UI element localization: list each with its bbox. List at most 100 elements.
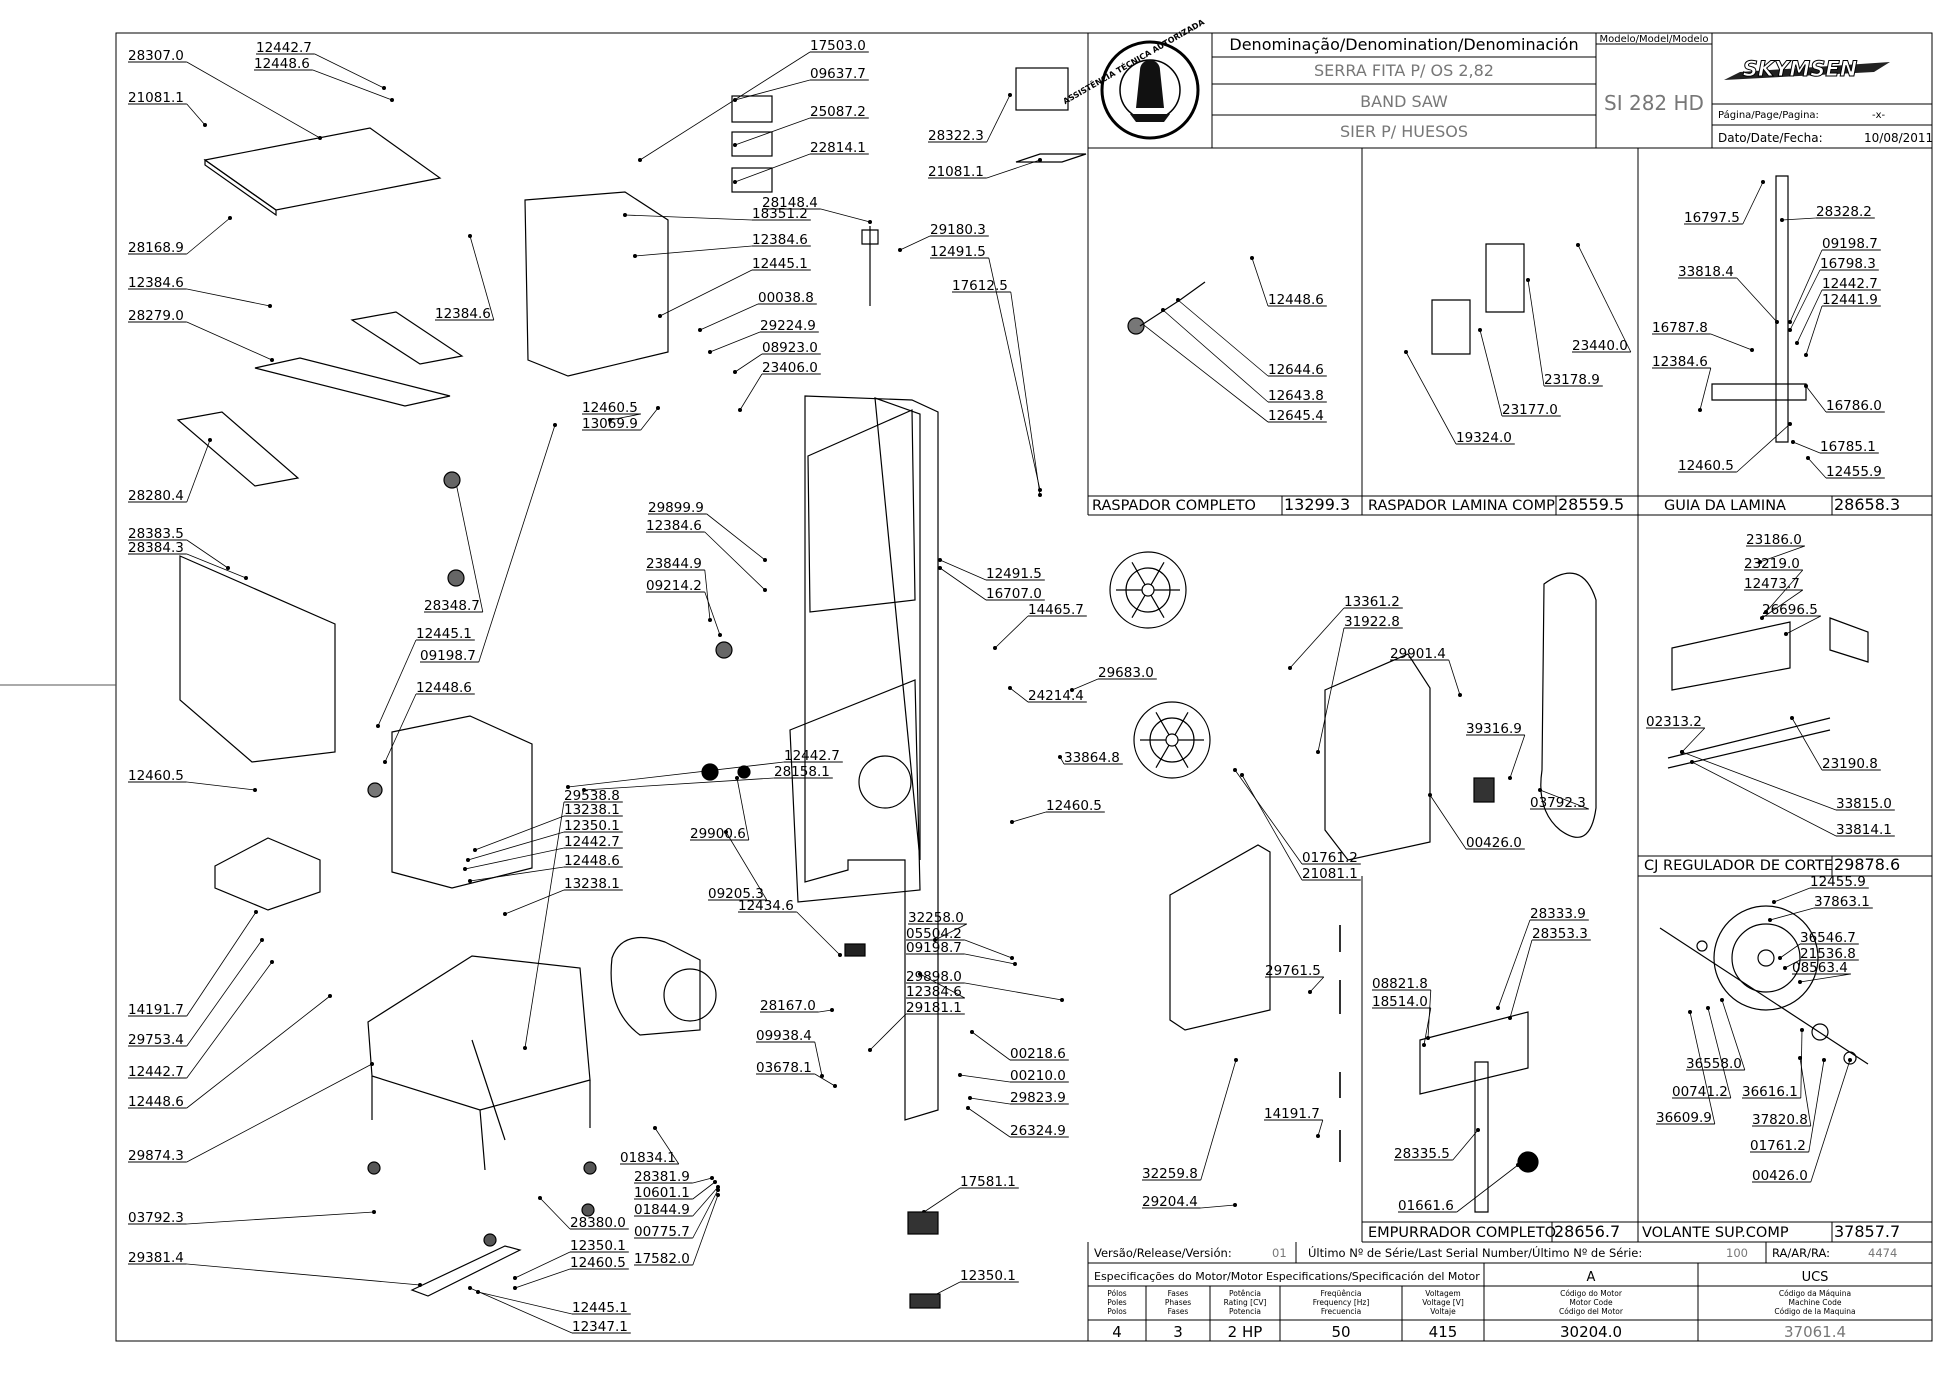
part-label: 12448.6: [254, 56, 310, 72]
motor-column-label: Código de la Maquina: [1774, 1307, 1855, 1316]
detail-part-label: 12473.7: [1744, 576, 1800, 592]
part-label: 32258.0: [908, 910, 964, 926]
detail-part-label: 12644.6: [1268, 362, 1324, 378]
version-label: Versão/Release/Versión:: [1094, 1246, 1232, 1260]
part-label: 01844.9: [634, 1202, 690, 1218]
detail-part-label: 12645.4: [1268, 408, 1324, 424]
part-label: 28280.4: [128, 488, 184, 504]
part-label: 09637.7: [810, 66, 866, 82]
motor-column-label: Frequency [Hz]: [1313, 1298, 1370, 1307]
detail-part-label: 28335.5: [1394, 1146, 1450, 1162]
part-label: 12460.5: [570, 1255, 626, 1271]
detail-part-label: 36616.1: [1742, 1084, 1798, 1100]
part-label: 01834.1: [620, 1150, 676, 1166]
motor-column-label: Potencia: [1229, 1307, 1261, 1316]
motor-column-label: Frecuencia: [1321, 1307, 1361, 1316]
part-label: 28168.9: [128, 240, 184, 256]
part-label: 22814.1: [810, 140, 866, 156]
part-label: 29874.3: [128, 1148, 184, 1164]
motor-column-value: 4: [1112, 1323, 1122, 1341]
part-label: 26324.9: [1010, 1123, 1066, 1139]
motor-column-label: Freqüência: [1321, 1289, 1362, 1298]
model-value: SI 282 HD: [1604, 91, 1704, 115]
motor-column-value: 3: [1173, 1323, 1183, 1341]
detail-part-label: 19324.0: [1456, 430, 1512, 446]
detail-box-name: EMPURRADOR COMPLETO: [1368, 1225, 1556, 1241]
part-label: 13238.1: [564, 802, 620, 818]
detail-part-label: 02313.2: [1646, 714, 1702, 730]
part-label: 12448.6: [128, 1094, 184, 1110]
detail-part-label: 09198.7: [1822, 236, 1878, 252]
part-label: 12460.5: [128, 768, 184, 784]
part-label: 00218.6: [1010, 1046, 1066, 1062]
detail-part-label: 12442.7: [1822, 276, 1878, 292]
part-label: 00210.0: [1010, 1068, 1066, 1084]
detail-part-label: 36609.9: [1656, 1110, 1712, 1126]
detail-part-label: 23178.9: [1544, 372, 1600, 388]
part-label: 28307.0: [128, 48, 184, 64]
footer-lines: [1087, 1242, 1932, 1341]
part-label: 24214.4: [1028, 688, 1084, 704]
motor-column-label: Motor Code: [1569, 1298, 1613, 1307]
motor-column-label: Machine Code: [1789, 1298, 1842, 1307]
detail-part-label: 23190.8: [1822, 756, 1878, 772]
detail-box-code: 13299.3: [1284, 495, 1350, 514]
date-label: Dato/Date/Fecha:: [1718, 131, 1823, 145]
detail-box-code: 29878.6: [1834, 855, 1900, 874]
part-label: 29381.4: [128, 1250, 184, 1266]
detail-part-label: 26696.5: [1762, 602, 1818, 618]
detail-part-label: 37820.8: [1752, 1112, 1808, 1128]
detail-part-label: 12455.9: [1826, 464, 1882, 480]
detail-part-label: 33815.0: [1836, 796, 1892, 812]
part-label: 12347.1: [572, 1319, 628, 1335]
motor-column-label: Código do Motor: [1560, 1289, 1623, 1298]
part-label: 29899.9: [648, 500, 704, 516]
detail-part-label: 28328.2: [1816, 204, 1872, 220]
motor-column-label: Polos: [1107, 1307, 1127, 1316]
motor-column-label: Voltagem: [1425, 1289, 1460, 1298]
detail-box-name: GUIA DA LAMINA: [1664, 498, 1786, 514]
part-label: 32259.8: [1142, 1166, 1198, 1182]
part-label: 14465.7: [1028, 602, 1084, 618]
part-label: 29823.9: [1010, 1090, 1066, 1106]
part-label: 12460.5: [1046, 798, 1102, 814]
part-label: 21081.1: [128, 90, 184, 106]
ra-label: RA/AR/RA:: [1772, 1246, 1830, 1260]
motor-column-value: 37061.4: [1784, 1323, 1846, 1341]
detail-part-label: 23219.0: [1744, 556, 1800, 572]
detail-part-label: 33814.1: [1836, 822, 1892, 838]
part-label: 18351.2: [752, 206, 808, 222]
part-label: 16707.0: [986, 586, 1042, 602]
detail-part-label: 01661.6: [1398, 1198, 1454, 1214]
detail-part-label: 12643.8: [1268, 388, 1324, 404]
page-value: -x-: [1872, 110, 1886, 121]
part-label: 12460.5: [582, 400, 638, 416]
detail-part-label: 16786.0: [1826, 398, 1882, 414]
detail-box-code: 37857.7: [1834, 1222, 1900, 1241]
motor-column-label: Potência: [1229, 1289, 1261, 1298]
part-label: 25087.2: [810, 104, 866, 120]
part-label: 13069.9: [582, 416, 638, 432]
part-label: 00426.0: [1466, 835, 1522, 851]
part-label: 28348.7: [424, 598, 480, 614]
detail-part-label: 23440.0: [1572, 338, 1628, 354]
part-label: 12384.6: [646, 518, 702, 534]
part-label: 12491.5: [930, 244, 986, 260]
detail-part-label: 18514.0: [1372, 994, 1428, 1010]
part-label: 14191.7: [128, 1002, 184, 1018]
part-label: 28322.3: [928, 128, 984, 144]
leader-lines: [128, 51, 1895, 1334]
detail-box-name: CJ REGULADOR DE CORTE: [1644, 858, 1833, 874]
brand-logo: SKYMSEN: [1724, 57, 1890, 82]
motor-col-a: A: [1587, 1270, 1596, 1285]
part-label: 09938.4: [756, 1028, 812, 1044]
detail-part-label: 12384.6: [1652, 354, 1708, 370]
detail-part-label: 00741.2: [1672, 1084, 1728, 1100]
motor-column-value: 50: [1331, 1323, 1350, 1341]
part-label: 28383.5: [128, 526, 184, 542]
detail-box-name: RASPADOR COMPLETO: [1092, 498, 1256, 514]
title-block-lines: [1087, 33, 1932, 149]
part-label: 23844.9: [646, 556, 702, 572]
detail-part-label: 16787.8: [1652, 320, 1708, 336]
part-label: 28381.9: [634, 1169, 690, 1185]
